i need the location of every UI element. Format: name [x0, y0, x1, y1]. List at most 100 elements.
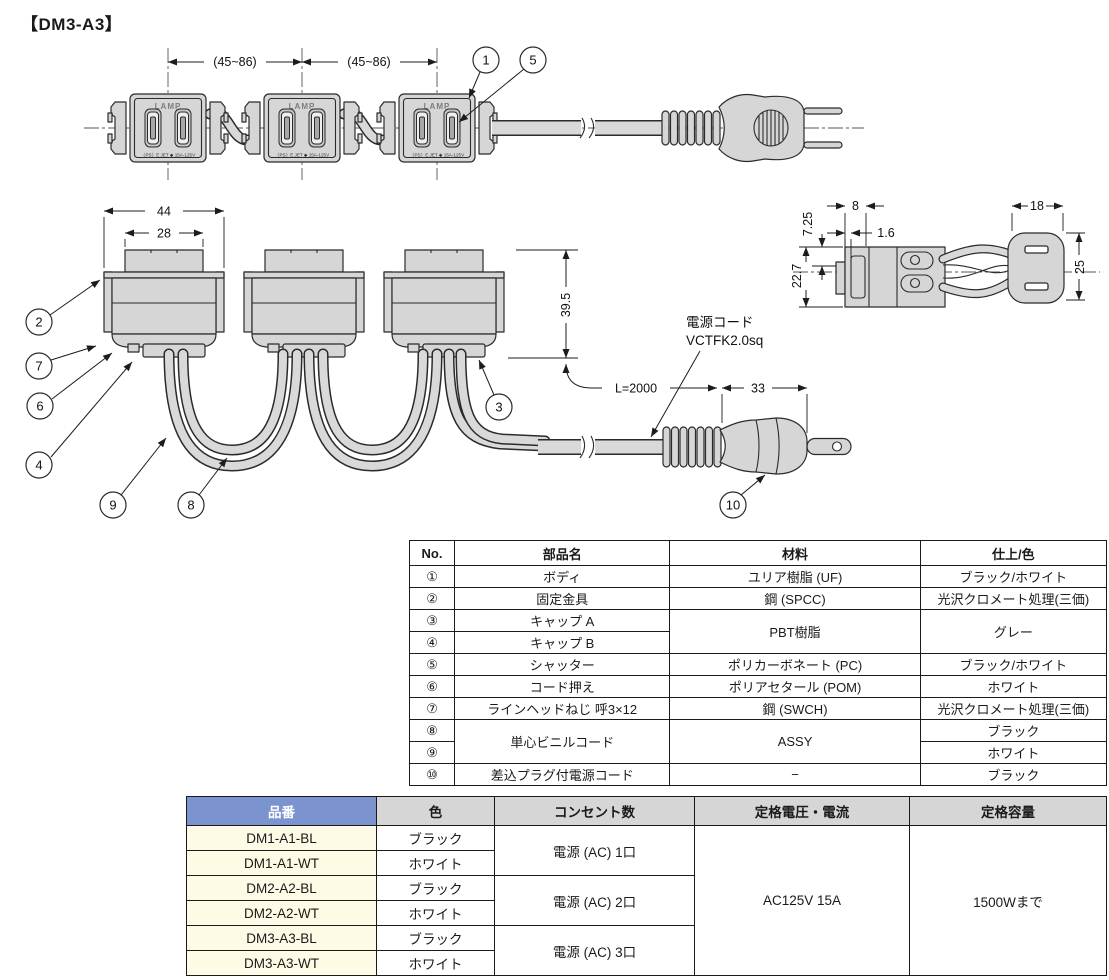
cell-color: ホワイト	[376, 900, 495, 926]
cell-part-name: キャップ A	[454, 609, 671, 632]
table-row: ⑧ 単心ビニルコード ASSY ブラック	[408, 719, 1108, 764]
cell-material: 鋼 (SPCC)	[669, 587, 921, 610]
cell-part-name: 単心ビニルコード	[454, 719, 671, 764]
cell-outlet-count: 電源 (AC) 3口	[494, 925, 695, 976]
dim-overall-width: 44	[157, 205, 171, 219]
col-header-material: 材料	[669, 540, 921, 566]
cell-part-number: DM3-A3-WT	[186, 950, 377, 976]
cell-color: ブラック	[376, 825, 495, 851]
cell-color: ホワイト	[376, 950, 495, 976]
cell-finish: ホワイト	[919, 675, 1108, 698]
callout-5-number: 5	[529, 53, 536, 68]
cell-no: ⑤	[408, 653, 456, 676]
cell-finish: グレー	[919, 609, 1108, 654]
cell-material: 鋼 (SWCH)	[669, 697, 921, 720]
callout-3: 3	[478, 359, 513, 421]
callout-7: 7	[25, 345, 97, 380]
cell-rated-voltage-current: AC125V 15A	[694, 825, 910, 976]
col-header-capacity: 定格容量	[909, 796, 1107, 826]
table-row: ⑦ ラインヘッドねじ 呼3×12 鋼 (SWCH) 光沢クロメート処理(三価)	[408, 697, 1108, 720]
dim-plug-length: 33	[751, 382, 765, 396]
cell-outlet-count: 電源 (AC) 2口	[494, 875, 695, 926]
product-table: 品番 色 コンセント数 定格電圧・電流 定格容量 DM1-A1-BL ブラック …	[186, 796, 1107, 976]
page-title: 【DM3-A3】	[21, 15, 123, 34]
cell-part-number: DM3-A3-BL	[186, 925, 377, 951]
parts-table-header-row: No. 部品名 材料 仕上/色	[408, 540, 1108, 566]
table-row: ② 固定金具 鋼 (SPCC) 光沢クロメート処理(三価)	[408, 587, 1108, 610]
col-header-no: No.	[408, 540, 456, 566]
cell-no: ⑥	[408, 675, 456, 698]
dim-1-6: 1.6	[877, 226, 894, 240]
callout-10-number: 10	[726, 498, 740, 513]
cell-part-number: DM2-A2-WT	[186, 900, 377, 926]
cord-note-line2: VCTFK2.0sq	[686, 333, 763, 348]
cell-part-name: コード押え	[454, 675, 671, 698]
callout-3-number: 3	[495, 400, 502, 415]
front-view: 44 28 39.5 L=2000 33 電源コード VCTFK2.0sq 2	[25, 205, 852, 519]
cell-no: ④	[408, 631, 456, 654]
callout-6: 6	[26, 352, 113, 420]
outlet-module	[376, 93, 498, 163]
callout-8-number: 8	[187, 498, 194, 513]
callout-4: 4	[25, 361, 133, 479]
cell-rated-capacity: 1500Wまで	[909, 825, 1107, 976]
cell-finish: 光沢クロメート処理(三価)	[919, 697, 1108, 720]
dim-18: 18	[1030, 199, 1044, 213]
cell-finish: ブラック	[919, 763, 1108, 786]
cell-part-number: DM2-A2-BL	[186, 875, 377, 901]
cell-material: ポリアセタール (POM)	[669, 675, 921, 698]
cell-color: ホワイト	[376, 850, 495, 876]
col-header-part-name: 部品名	[454, 540, 671, 566]
table-row: DM1-A1-BL ブラック 電源 (AC) 1口 AC125V 15A 150…	[186, 825, 1107, 976]
dim-cap-width: 28	[157, 227, 171, 241]
cell-finish: ブラック/ホワイト	[919, 653, 1108, 676]
table-row: DM2-A2-WT ホワイト	[186, 900, 1107, 926]
outlet-body	[103, 249, 225, 358]
cell-color: ブラック	[376, 925, 495, 951]
cell-finish: ブラック/ホワイト	[919, 565, 1108, 588]
outlet-module	[241, 93, 363, 163]
table-row: ⑤ シャッター ポリカーボネート (PC) ブラック/ホワイト	[408, 653, 1108, 676]
cell-no: ②	[408, 587, 456, 610]
dim-7-25: 7.25	[801, 212, 815, 236]
cord	[938, 244, 1015, 299]
table-row: ① ボディ ユリア樹脂 (UF) ブラック/ホワイト	[408, 565, 1108, 588]
cell-part-name: ボディ	[454, 565, 671, 588]
end-detail-view: 8 7.25 1.6 22.7 18 25	[790, 199, 1100, 308]
cell-part-name: 差込プラグ付電源コード	[454, 763, 671, 786]
dim-8: 8	[852, 199, 859, 213]
plug-face-view	[1007, 232, 1065, 304]
cell-part-name: キャップ B	[454, 631, 671, 654]
callout-4-number: 4	[35, 458, 42, 473]
callout-1: 1	[468, 46, 500, 99]
cell-finish: ブラック	[919, 719, 1108, 742]
cell-no: ①	[408, 565, 456, 588]
cell-outlet-count: 電源 (AC) 1口	[494, 825, 695, 876]
plug-top-view	[662, 417, 852, 475]
technical-drawing: LAMP 〈PS〉E JET ◆ 15A-125V	[25, 46, 1100, 519]
cord-note-line1: 電源コード	[686, 315, 754, 330]
callout-2-number: 2	[35, 315, 42, 330]
cell-part-number: DM1-A1-WT	[186, 850, 377, 876]
col-header-finish: 仕上/色	[919, 540, 1108, 566]
callout-10: 10	[719, 474, 766, 519]
outlet-end-view	[835, 246, 946, 308]
callout-6-number: 6	[36, 399, 43, 414]
table-row: DM1-A1-WT ホワイト	[186, 850, 1107, 876]
callout-5: 5	[458, 46, 547, 123]
cell-no: ⑦	[408, 697, 456, 720]
callout-9-number: 9	[109, 498, 116, 513]
table-row: ⑩ 差込プラグ付電源コード − ブラック	[408, 763, 1108, 786]
prong-hole	[831, 441, 843, 452]
col-header-outlet-count: コンセント数	[494, 796, 695, 826]
callout-2: 2	[25, 279, 101, 336]
callout-8: 8	[177, 457, 228, 519]
callout-9: 9	[99, 437, 167, 519]
col-header-rated: 定格電圧・電流	[694, 796, 910, 826]
table-row: ⑥ コード押え ポリアセタール (POM) ホワイト	[408, 675, 1108, 698]
cell-no: ⑩	[408, 763, 456, 786]
cell-material: ポリカーボネート (PC)	[669, 653, 921, 676]
cell-material: ASSY	[669, 719, 921, 764]
plug-side-view	[661, 93, 843, 163]
cell-material: PBT樹脂	[669, 609, 921, 654]
